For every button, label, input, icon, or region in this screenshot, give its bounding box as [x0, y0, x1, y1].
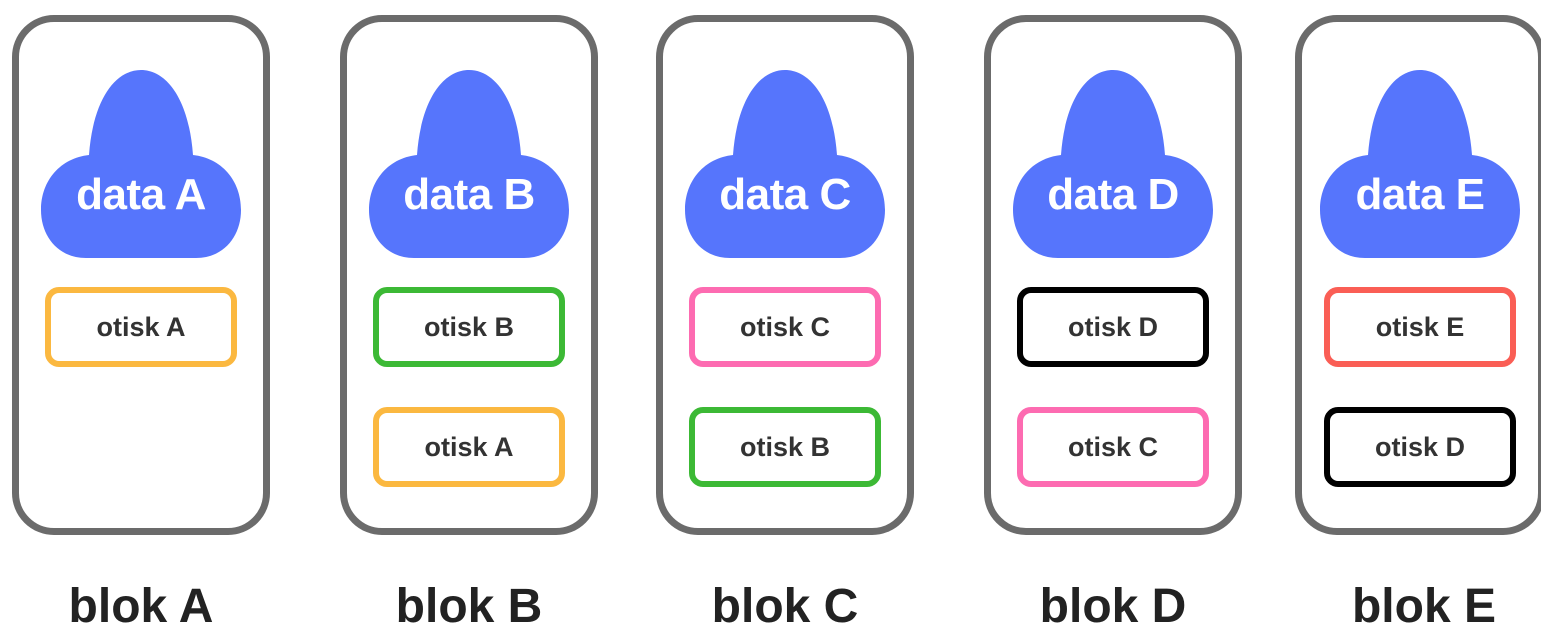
- stamp-label: otisk A: [424, 431, 514, 462]
- stamp-label: otisk B: [423, 311, 515, 342]
- block-d: data D otisk D otisk C: [984, 15, 1242, 535]
- data-label: data A: [76, 170, 206, 219]
- cloud-icon: data D: [1013, 52, 1213, 258]
- stamp-box: otisk B: [689, 407, 881, 487]
- stamp-label: otisk A: [96, 311, 186, 342]
- cloud-icon: data C: [685, 52, 885, 258]
- cloud-shape: [369, 70, 569, 258]
- cloud-icon: data B: [369, 52, 569, 258]
- cloud-icon: data E: [1320, 52, 1520, 258]
- data-label: data E: [1355, 170, 1485, 219]
- block-label: blok E: [1351, 580, 1497, 633]
- block-b: data B otisk B otisk A: [340, 15, 598, 535]
- block-e: data E otisk E otisk D: [1295, 15, 1541, 535]
- data-label: data C: [719, 170, 851, 219]
- stamp-box: otisk C: [1017, 407, 1209, 487]
- cloud-shape: [1320, 70, 1520, 258]
- block-c: data C otisk C otisk B: [656, 15, 914, 535]
- stamp-box: otisk D: [1324, 407, 1516, 487]
- stamp-label: otisk D: [1374, 431, 1466, 462]
- stamp-label: otisk E: [1375, 311, 1465, 342]
- stamp-box: otisk C: [689, 287, 881, 367]
- cloud-shape: [41, 70, 241, 258]
- stamp-label: otisk D: [1067, 311, 1159, 342]
- data-label: data B: [403, 170, 535, 219]
- cloud-shape: [1013, 70, 1213, 258]
- cloud-icon: data A: [41, 52, 241, 258]
- stamp-label: otisk C: [1067, 431, 1159, 462]
- block-label: blok D: [1039, 580, 1187, 633]
- block-a: data A otisk A: [12, 15, 270, 535]
- stamp-box: otisk A: [373, 407, 565, 487]
- data-label: data D: [1047, 170, 1179, 219]
- stamp-label: otisk B: [739, 431, 831, 462]
- stamp-box: otisk D: [1017, 287, 1209, 367]
- stamp-box: otisk E: [1324, 287, 1516, 367]
- stamp-box: otisk B: [373, 287, 565, 367]
- cloud-shape: [685, 70, 885, 258]
- stamp-box: otisk A: [45, 287, 237, 367]
- block-label: blok B: [395, 580, 543, 633]
- block-label: blok A: [68, 580, 214, 633]
- stamp-label: otisk C: [739, 311, 831, 342]
- block-label: blok C: [711, 580, 859, 633]
